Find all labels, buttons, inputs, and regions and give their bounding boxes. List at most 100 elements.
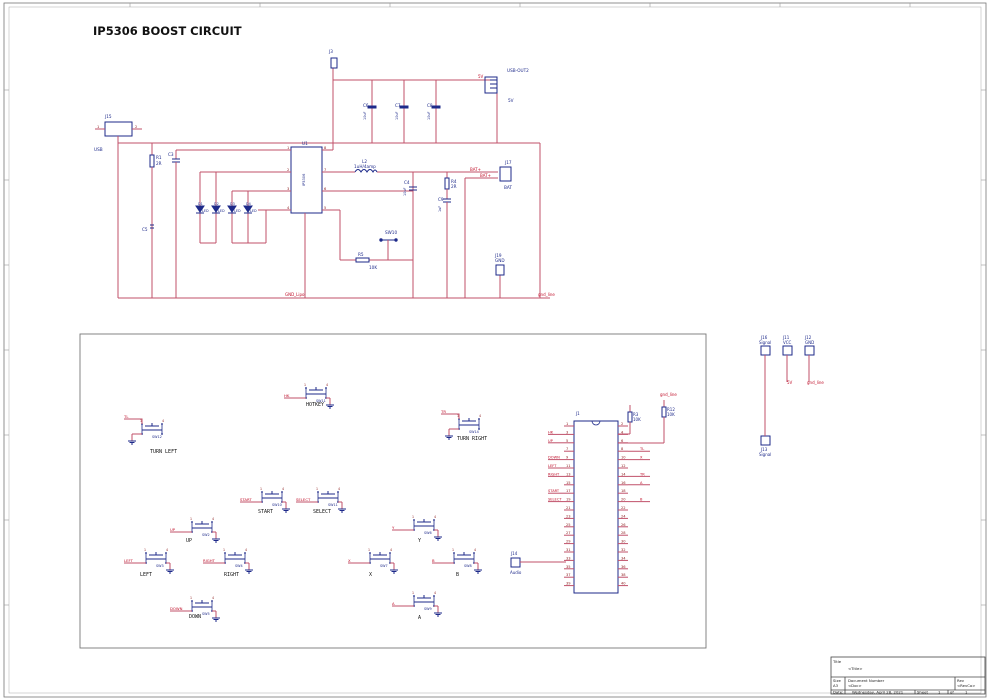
r4-value: 2R	[451, 184, 457, 189]
svg-text:7: 7	[324, 168, 326, 172]
tb-of-label: of	[950, 690, 954, 695]
mcu-body	[573, 420, 619, 594]
button-ref: SW2	[202, 533, 210, 537]
r3-ref: R3	[633, 412, 639, 417]
j19-ref: J19	[494, 253, 502, 258]
j15-value: USB	[94, 147, 103, 152]
button-net-label: X	[348, 558, 351, 563]
l2-value: 1uH/4amp	[354, 164, 376, 169]
c9-value: 1uF	[438, 206, 442, 212]
r4-ref: R4	[451, 179, 457, 184]
c3-ref: C3	[168, 152, 174, 157]
button-ref: SW11	[316, 399, 326, 403]
d3-value: LED	[234, 209, 241, 213]
j12-ref: J12	[804, 335, 812, 340]
l2-ref: L2	[362, 159, 367, 164]
svg-text:1: 1	[316, 487, 318, 491]
r3-value: 10K	[633, 417, 641, 422]
j3-connector-icon	[330, 57, 338, 69]
audio-connector-icon	[510, 557, 521, 568]
svg-text:4: 4	[245, 548, 247, 552]
button-ref: SW10	[272, 503, 282, 507]
mcu-right-pin: 26	[621, 523, 626, 527]
svg-text:4: 4	[434, 515, 436, 519]
j11-net-label: 5V	[787, 380, 793, 385]
c6-ref: C6	[363, 103, 369, 108]
mcu-left-pin: 39	[566, 582, 571, 586]
r1-ref: R1	[156, 155, 162, 160]
svg-text:1: 1	[457, 414, 459, 418]
mcu-right-pin: 28	[621, 531, 626, 535]
mcu-left-pin: 31	[566, 548, 571, 552]
led-d4-icon	[243, 205, 253, 213]
mcu-left-pin: 33	[566, 556, 571, 560]
sheet-frame	[3, 2, 987, 698]
net-bat-label-1: BAT+	[470, 167, 481, 172]
tb-rev-label: Rev	[957, 678, 965, 683]
controls-frame	[79, 333, 707, 649]
mcu-left-pin: 23	[566, 514, 571, 518]
r5-ref: R5	[358, 252, 364, 257]
svg-text:4: 4	[287, 206, 290, 210]
svg-text:1: 1	[223, 548, 225, 552]
svg-text:1: 1	[304, 383, 306, 387]
mcu-left-pin: 35	[566, 565, 571, 569]
button-ref: SW3	[156, 564, 164, 568]
svg-text:1: 1	[140, 419, 142, 423]
j11-ref: J11	[782, 335, 790, 340]
j16-ref: J16	[760, 335, 768, 340]
d4-ref: D4	[246, 202, 251, 206]
button-net-label: TR	[440, 409, 446, 414]
button-ref: SW12	[152, 435, 162, 439]
button-net-label: SELECT	[296, 497, 311, 502]
mcu-right-pin: 24	[621, 514, 626, 518]
mcu-right-pin: 12	[621, 464, 626, 468]
svg-text:1: 1	[190, 517, 192, 521]
svg-text:1: 1	[368, 548, 370, 552]
svg-text:1: 1	[97, 125, 99, 129]
button-net-label: LEFT	[124, 558, 134, 563]
button-net-label: TL	[123, 414, 129, 419]
button-net-label: Y	[392, 525, 395, 530]
j16-connector-icon	[760, 345, 771, 356]
j13-value: Signal	[759, 452, 771, 457]
net-bat-label-2: BAT+	[480, 173, 491, 178]
button-label: LEFT	[140, 572, 152, 578]
button-net-label: START	[240, 497, 252, 502]
audio-ref: J14	[510, 551, 518, 556]
c6-capacitor-icon	[367, 105, 377, 109]
usb-out-ref: USB-OUT2	[507, 68, 529, 73]
c9-ref: C9	[438, 197, 444, 202]
j11-value: VCC	[783, 340, 792, 345]
mcu-left-net: DOWN	[548, 456, 560, 460]
r12-value: 10K	[667, 412, 675, 417]
gnd-connector-icon	[495, 264, 505, 276]
svg-text:4: 4	[479, 414, 481, 418]
button-ref: SW6	[424, 531, 432, 535]
j19-value: GND	[495, 258, 505, 263]
svg-text:4: 4	[434, 591, 436, 595]
c8-capacitor-icon	[431, 105, 441, 109]
tb-doc-value: <Doc>	[848, 683, 862, 688]
mcu-left-pin: 11	[566, 464, 571, 468]
boost-labels: J15 USB J3 USB-OUT2 5V U1 IP5306 L2 1uH/…	[94, 49, 529, 270]
led-d3-icon	[227, 205, 237, 213]
button-ref: SW14	[469, 430, 479, 434]
mcu-right-pin: 32	[621, 548, 626, 552]
mcu-right-pin: 6	[621, 439, 624, 443]
c8-value: 10uF	[427, 112, 431, 120]
mcu-right-net: A	[640, 481, 643, 485]
svg-text:1: 1	[287, 146, 289, 150]
mcu-right-net: TL	[639, 447, 644, 451]
button-net-label: DOWN	[170, 606, 183, 611]
mcu-right-pin: 30	[621, 540, 626, 544]
mcu-left-pin: 19	[566, 498, 571, 502]
tb-rev-value: <RevCo>	[957, 683, 975, 688]
j3-ref: J3	[328, 49, 333, 54]
